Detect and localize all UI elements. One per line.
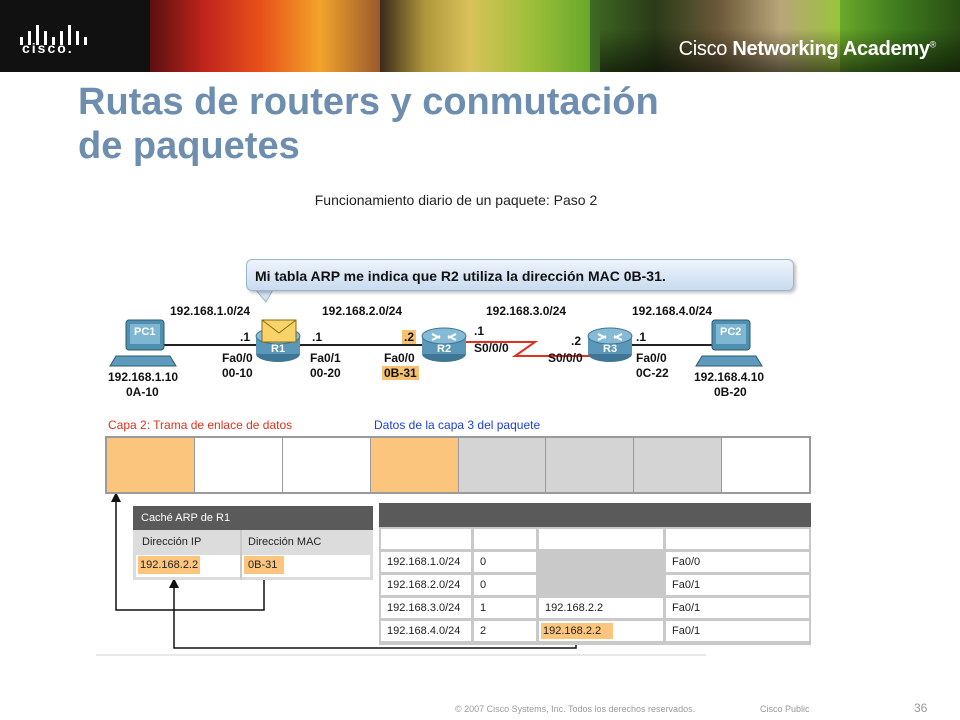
r1-fa01-iface: Fa0/1 — [310, 351, 341, 365]
arrowhead-icon — [169, 578, 179, 588]
banner-photo — [380, 0, 470, 72]
r2-fa00-iface: Fa0/0 — [384, 351, 415, 365]
pc1-icon — [109, 319, 177, 367]
r3-fa00-host: .1 — [636, 330, 647, 344]
route-iface: Fa0/1 — [666, 575, 809, 595]
serial-link-r2-r3 — [460, 341, 590, 357]
banner-shade — [600, 0, 960, 72]
arp-header-mac: Dirección MAC — [242, 532, 370, 552]
divider — [240, 530, 242, 580]
r3-s000-iface: S0/0/0 — [548, 351, 583, 365]
pc1-ip: 192.168.1.10 — [108, 370, 179, 384]
frame-cell — [194, 438, 283, 492]
route-nexthop: 192.168.2.2 — [541, 623, 613, 639]
slide-title: Rutas de routers y conmutación de paquet… — [78, 80, 838, 168]
academy-logo: Cisco Networking Academy® — [678, 38, 937, 61]
network-label: 192.168.1.0/24 — [170, 304, 251, 318]
packet-frame — [105, 436, 811, 494]
r1-fa00-iface: Fa0/0 — [222, 351, 253, 365]
r1-fa01-host: .1 — [312, 330, 323, 344]
route-nexthop: 192.168.2.2 — [539, 598, 663, 618]
cisco-logo-text: cisco. — [22, 40, 74, 56]
slide-title-line1: Rutas de routers y conmutación — [78, 81, 659, 123]
pc2-icon — [695, 319, 763, 367]
r2-fa00-host: .2 — [402, 330, 417, 344]
banner-photo — [260, 0, 380, 72]
route-hops: 0 — [474, 575, 536, 595]
header-banner: cisco. Cisco Networking Academy® — [0, 0, 960, 72]
network-label: 192.168.2.0/24 — [322, 304, 403, 318]
bubble-pointer — [253, 288, 275, 303]
layer3-label: Datos de la capa 3 del paquete — [374, 418, 541, 432]
cisco-bridge-icon — [20, 25, 87, 45]
pc2-mac: 0B-20 — [714, 385, 747, 399]
pc1-label: PC1 — [134, 326, 156, 338]
r3-fa00-iface: Fa0/0 — [636, 351, 667, 365]
pc1-mac: 0A-10 — [126, 385, 159, 399]
r3-label: R3 — [603, 343, 618, 355]
routing-table-blank-row — [381, 529, 809, 549]
r1-fa00-host: .1 — [240, 330, 251, 344]
route-network: 192.168.4.0/24 — [381, 621, 471, 641]
route-hops: 1 — [474, 598, 536, 618]
copyright: © 2007 Cisco Systems, Inc. Todos los der… — [455, 704, 696, 714]
route-iface: Fa0/0 — [666, 552, 809, 572]
route-iface: Fa0/1 — [666, 621, 809, 641]
classification: Cisco Public — [760, 704, 810, 714]
route-network: 192.168.1.0/24 — [381, 552, 471, 572]
diagram-title: Funcionamiento diario de un paquete: Pas… — [314, 192, 598, 208]
frame-cell — [458, 438, 547, 492]
pc2-ip: 192.168.4.10 — [694, 370, 765, 384]
pc2-label: PC2 — [720, 326, 742, 338]
r2-fa00-mac: 0B-31 — [382, 366, 419, 380]
arp-header-ip: Dirección IP — [136, 532, 240, 552]
network-label: 192.168.3.0/24 — [486, 304, 567, 318]
frame-cell — [634, 438, 723, 492]
arp-cache-title: Caché ARP de R1 — [133, 506, 373, 530]
routing-table-header — [379, 503, 811, 527]
envelope-icon — [261, 319, 297, 343]
r1-label: R1 — [271, 343, 286, 355]
registered-mark: ® — [929, 39, 937, 50]
banner-photo — [150, 0, 260, 72]
r2-label: R2 — [437, 343, 452, 355]
academy-name: Networking Academy — [732, 38, 930, 60]
r1-fa00-mac: 00-10 — [222, 366, 253, 380]
arrow-arp-to-frame — [115, 500, 265, 611]
slide-title-line2: de paquetes — [78, 125, 300, 167]
arp-row-mac: 0B-31 — [244, 556, 284, 574]
arrowhead-icon — [111, 492, 121, 502]
router-r3-icon — [587, 327, 633, 362]
route-hops: 2 — [474, 621, 536, 641]
r1-fa01-mac: 00-20 — [310, 366, 341, 380]
banner-photo — [470, 0, 590, 72]
frame-cell — [282, 438, 371, 492]
arp-row-ip: 192.168.2.2 — [138, 556, 200, 574]
layer2-label: Capa 2: Trama de enlace de datos — [108, 418, 293, 432]
frame-cell — [107, 438, 195, 492]
frame-cell — [370, 438, 459, 492]
route-network: 192.168.3.0/24 — [381, 598, 471, 618]
r3-s000-host: .2 — [571, 334, 582, 348]
r2-s000-iface: S0/0/0 — [474, 341, 509, 355]
speech-bubble: Mi tabla ARP me indica que R2 utiliza la… — [246, 259, 794, 291]
router-r2-icon — [421, 327, 467, 362]
academy-brand: Cisco — [678, 38, 728, 60]
frame-cell — [546, 438, 635, 492]
page-number: 36 — [914, 701, 928, 715]
frame-cell — [722, 438, 809, 492]
r2-s000-host: .1 — [474, 324, 485, 338]
route-network: 192.168.2.0/24 — [381, 575, 471, 595]
network-label: 192.168.4.0/24 — [632, 304, 713, 318]
route-iface: Fa0/1 — [666, 598, 809, 618]
route-hops: 0 — [474, 552, 536, 572]
r3-fa00-mac: 0C-22 — [636, 366, 669, 380]
